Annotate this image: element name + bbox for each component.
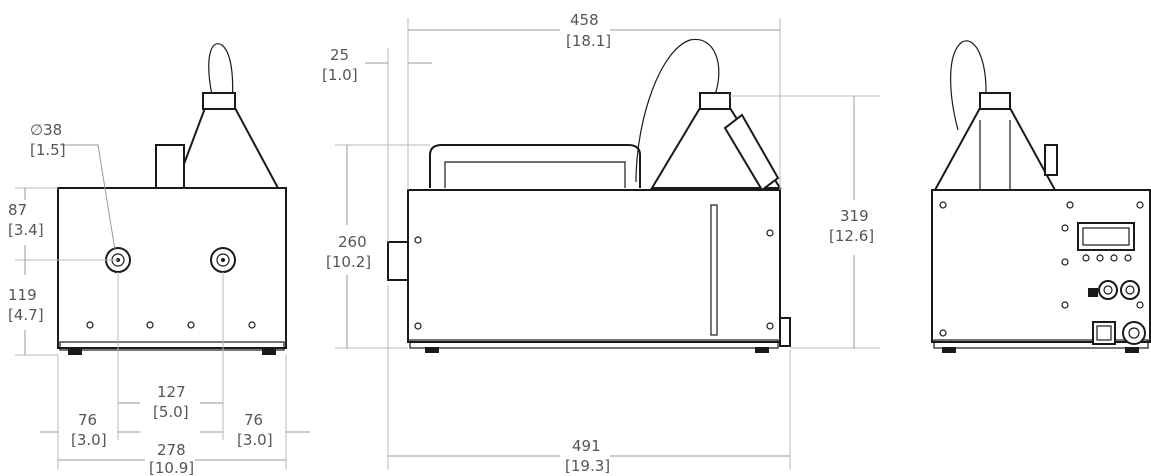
side-view bbox=[387, 38, 791, 353]
rear-display-panel bbox=[1077, 222, 1135, 251]
side-offset-in: [1.0] bbox=[322, 66, 358, 84]
rear-display-screen bbox=[1082, 227, 1130, 246]
offset-left-mm: 76 bbox=[78, 411, 97, 429]
side-level-window bbox=[710, 204, 718, 336]
front-nozzle-right bbox=[210, 247, 236, 273]
side-screws bbox=[414, 229, 774, 330]
spacing-mm: 127 bbox=[157, 383, 186, 401]
front-screws bbox=[86, 321, 256, 329]
offset-right-in: [3.0] bbox=[237, 431, 273, 449]
rear-base bbox=[933, 339, 1149, 349]
front-fluid-tank bbox=[173, 107, 280, 189]
front-view bbox=[57, 43, 287, 355]
side-carry-handle bbox=[429, 144, 641, 188]
side-rear-plug bbox=[779, 317, 791, 347]
side-length-bottom-in: [19.3] bbox=[565, 457, 610, 475]
spacing-in: [5.0] bbox=[153, 403, 189, 421]
rear-power-switch bbox=[1092, 321, 1116, 345]
front-foot-right bbox=[262, 349, 276, 355]
offset-right-mm: 76 bbox=[244, 411, 263, 429]
side-length-top-in: [18.1] bbox=[566, 32, 611, 50]
rear-control-buttons bbox=[1082, 254, 1132, 262]
front-tank-cap bbox=[202, 92, 236, 110]
rear-foot-left bbox=[942, 347, 956, 353]
side-foot-left bbox=[425, 347, 439, 353]
rear-screws bbox=[939, 201, 1144, 337]
front-base bbox=[59, 341, 285, 351]
diameter-in: [1.5] bbox=[30, 141, 66, 159]
height-lower-in: [4.7] bbox=[8, 306, 44, 324]
front-body bbox=[57, 187, 287, 349]
side-height-body-in: [10.2] bbox=[326, 253, 371, 271]
diameter-mm: ∅38 bbox=[30, 121, 62, 139]
side-height-total-in: [12.6] bbox=[829, 227, 874, 245]
side-dimensions: 458 [18.1] 25 [1.0] 260 [10.2] 319 [12.6… bbox=[322, 11, 880, 475]
width-front-mm: 278 bbox=[157, 441, 186, 459]
height-upper-mm: 87 bbox=[8, 201, 27, 219]
side-handle-inner bbox=[444, 161, 626, 188]
side-offset-mm: 25 bbox=[330, 46, 349, 64]
front-handle-block bbox=[155, 144, 185, 189]
height-upper-in: [3.4] bbox=[8, 221, 44, 239]
diameter-leader bbox=[60, 144, 116, 251]
rear-power-inlet bbox=[1122, 321, 1146, 345]
rear-foot-right bbox=[1125, 347, 1139, 353]
side-foot-right bbox=[755, 347, 769, 353]
side-height-total-mm: 319 bbox=[840, 207, 869, 225]
width-front-in: [10.9] bbox=[149, 459, 194, 476]
side-height-body-mm: 260 bbox=[338, 233, 367, 251]
side-length-bottom-mm: 491 bbox=[572, 437, 601, 455]
side-hose bbox=[635, 38, 720, 183]
side-tank-grip bbox=[723, 113, 780, 192]
side-tank-cap bbox=[699, 92, 731, 110]
height-lower-mm: 119 bbox=[8, 286, 37, 304]
rear-hose bbox=[950, 40, 987, 131]
rear-tank-cap bbox=[979, 92, 1011, 110]
side-outlet bbox=[387, 241, 409, 281]
side-length-top-mm: 458 bbox=[570, 11, 599, 29]
rear-handle-block bbox=[1044, 144, 1058, 176]
front-foot-left bbox=[68, 349, 82, 355]
offset-left-in: [3.0] bbox=[71, 431, 107, 449]
side-body bbox=[407, 189, 781, 343]
rear-power-switch-rocker bbox=[1096, 325, 1112, 341]
rear-dmx-connectors bbox=[1098, 280, 1140, 300]
side-base bbox=[409, 339, 779, 349]
rear-view bbox=[931, 40, 1151, 353]
front-dimensions: ∅38 [1.5] 87 [3.4] 119 [4.7] 127 [5.0] 7… bbox=[8, 121, 310, 476]
rear-small-switch bbox=[1088, 288, 1098, 297]
rear-body bbox=[931, 189, 1151, 343]
rear-fluid-tank bbox=[933, 107, 1057, 191]
